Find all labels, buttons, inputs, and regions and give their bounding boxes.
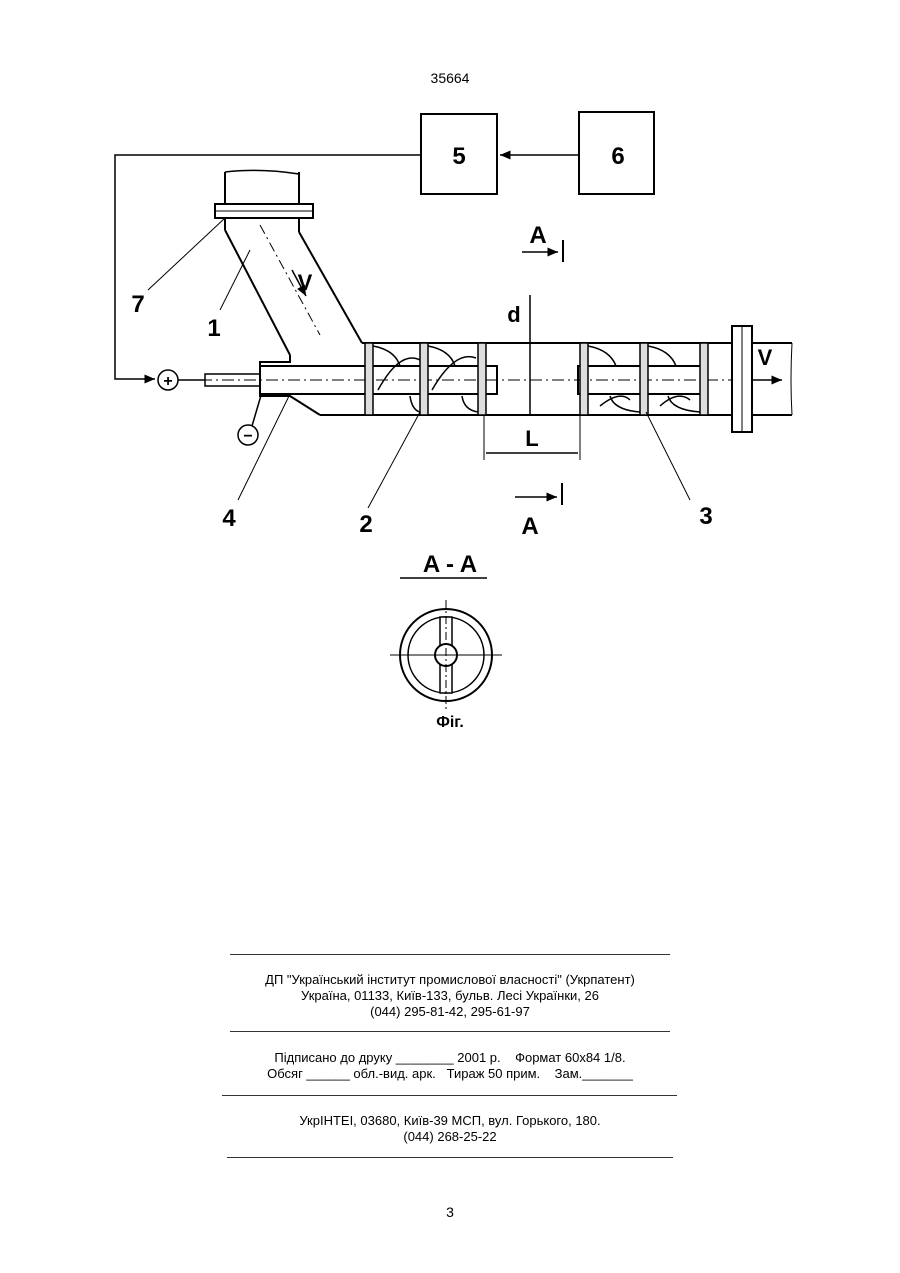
svg-text:4: 4 <box>222 505 236 532</box>
svg-text:A: A <box>521 513 538 540</box>
svg-text:2: 2 <box>359 511 372 538</box>
rule-4 <box>227 1157 673 1158</box>
svg-text:7: 7 <box>131 291 144 318</box>
block-6-label: 6 <box>611 143 624 170</box>
svg-text:d: d <box>507 302 520 327</box>
svg-text:V: V <box>298 270 313 295</box>
technical-drawing: 5 6 + − V <box>0 0 900 760</box>
rule-1 <box>230 954 670 955</box>
svg-text:V: V <box>758 345 773 370</box>
svg-text:A: A <box>529 222 546 249</box>
svg-text:+: + <box>163 373 172 390</box>
svg-text:−: − <box>243 428 252 445</box>
section-title: A - A <box>423 551 477 578</box>
block-5-label: 5 <box>452 143 465 170</box>
svg-text:1: 1 <box>207 315 220 342</box>
figure-caption: Фіг. <box>0 714 900 732</box>
imprint-block-1: ДП "Український інститут промислової вла… <box>0 972 900 1020</box>
svg-text:3: 3 <box>699 503 712 530</box>
section-view <box>390 600 502 710</box>
imprint-block-3: УкрІНТЕІ, 03680, Київ-39 МСП, вул. Горьк… <box>0 1113 900 1145</box>
page-number: 3 <box>0 1204 900 1220</box>
svg-text:L: L <box>525 426 538 451</box>
imprint-block-2: Підписано до друку ________ 2001 р. Форм… <box>0 1050 900 1082</box>
rule-2 <box>230 1031 670 1032</box>
rule-3 <box>222 1095 677 1096</box>
